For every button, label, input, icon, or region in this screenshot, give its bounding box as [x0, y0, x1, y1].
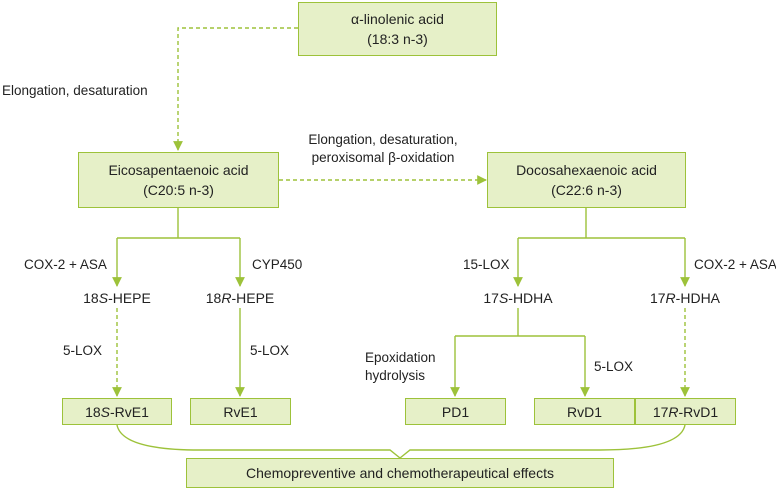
- node-17r-hdha: 17R-HDHA: [649, 290, 721, 306]
- node-effects: Chemopreventive and chemotherapeutical e…: [186, 458, 614, 488]
- edge-label-elongation: Elongation, desaturation: [2, 83, 148, 98]
- node-label: Docosahexaenoic acid: [516, 162, 657, 178]
- edge-label-5-lox-left: 5-LOX: [63, 343, 103, 358]
- edge-label-cox2-asa-left: COX-2 + ASA: [24, 257, 107, 272]
- edge-17s-hdha-branch: [455, 308, 585, 337]
- node-sublabel: (C20:5 n-3): [143, 182, 214, 198]
- node-pd1: PD1: [405, 398, 506, 425]
- edge-ala-to-epa: [173, 27, 298, 151]
- node-17s-hdha: 17S-HDHA: [483, 290, 553, 306]
- edge-label-5-lox-right: 5-LOX: [594, 359, 634, 374]
- edge-label-15-lox: 15-LOX: [463, 257, 510, 272]
- node-alpha-linolenic-acid: α-linolenic acid (18:3 n-3): [298, 2, 497, 56]
- edge-label-cyp450: CYP450: [252, 257, 303, 272]
- node-18s-rve1: 18S-RvE1: [62, 398, 172, 425]
- effects-brace: [116, 424, 686, 459]
- node-17r-rvd1: 17R-RvD1: [635, 398, 736, 425]
- edge-epa-branch: [117, 208, 240, 239]
- node-sublabel: (C22:6 n-3): [551, 182, 622, 198]
- node-rve1: RvE1: [190, 398, 291, 425]
- node-18s-hepe: 18S-HEPE: [83, 290, 151, 306]
- node-sublabel: (18:3 n-3): [367, 31, 428, 47]
- edge-dha-branch: [518, 208, 685, 239]
- edge-label-cox2-asa-right: COX-2 + ASA: [694, 257, 776, 272]
- node-rvd1: RvD1: [534, 398, 635, 425]
- node-18r-hepe: 18R-HEPE: [205, 290, 275, 306]
- node-eicosapentaenoic-acid: Eicosapentaenoic acid (C20:5 n-3): [78, 152, 279, 208]
- edge-label-5-lox-middle: 5-LOX: [250, 343, 290, 358]
- edge-label-epoxidation: Epoxidation hydrolysis: [365, 350, 436, 383]
- node-label: Eicosapentaenoic acid: [108, 162, 249, 178]
- node-label: α-linolenic acid: [351, 11, 444, 27]
- node-docosahexaenoic-acid: Docosahexaenoic acid (C22:6 n-3): [487, 152, 686, 208]
- edge-label-peroxisomal: Elongation, desaturation, peroxisomal β-…: [308, 132, 458, 165]
